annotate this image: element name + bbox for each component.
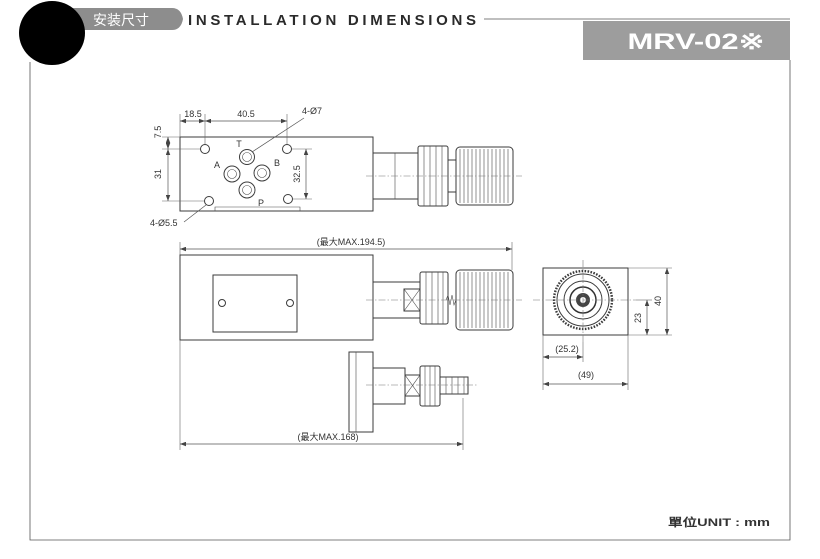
- port-label-a: A: [214, 160, 220, 170]
- valve-body-end: [542, 267, 629, 336]
- hex-plug-cross: [403, 288, 421, 312]
- port-outer: [238, 181, 256, 199]
- bolt-hole: [204, 196, 214, 206]
- dim-height: 40: [653, 296, 663, 306]
- dim-max-length-short: (最大MAX.168): [297, 431, 358, 442]
- drawing-frame: [29, 60, 791, 541]
- port-inner: [242, 185, 252, 195]
- adjuster-assembly-top: [366, 145, 522, 207]
- adjuster-assembly-side: [366, 269, 522, 331]
- port-label-p: P: [258, 198, 264, 208]
- bolt-hole: [282, 144, 292, 154]
- dim-axis-offset: (25.2): [555, 344, 579, 354]
- port-inner: [257, 168, 267, 178]
- port-p: [238, 181, 256, 199]
- valve-body-partial: [348, 351, 374, 433]
- side-view: (最大MAX.194.5): [179, 236, 522, 341]
- port-outer: [223, 165, 241, 183]
- name-plate-screw: [218, 299, 226, 307]
- unit-note: 單位UNIT : mm: [668, 515, 770, 529]
- dim-width: (49): [578, 370, 594, 380]
- header-tab-label: 安装尺寸: [93, 13, 149, 29]
- model-code: MRV-02※: [628, 29, 765, 54]
- header-tab: [60, 8, 183, 30]
- dim-hole-row-pitch: 31: [153, 169, 163, 179]
- dim-hole-pitch: 40.5: [237, 109, 255, 119]
- partial-view: (最大MAX.168): [179, 340, 478, 450]
- adjusting-shaft: [439, 376, 469, 395]
- valve-body-side: [179, 254, 374, 341]
- lock-nut-flats: [424, 366, 436, 406]
- bolt-hole: [200, 144, 210, 154]
- lock-nut-flats: [425, 272, 444, 324]
- hex-plug-cross: [404, 374, 421, 397]
- port-b: [253, 164, 271, 182]
- port-a: [223, 165, 241, 183]
- port-t: [239, 149, 255, 165]
- shaft-knurling: [445, 377, 465, 394]
- port-outer: [253, 164, 271, 182]
- end-view: 23 40 (25.2) (49): [533, 260, 672, 390]
- leader-line: [251, 117, 305, 153]
- dim-max-length: (最大MAX.194.5): [317, 236, 386, 247]
- port-label-t: T: [236, 139, 242, 149]
- mounting-face-step: [214, 206, 301, 211]
- lock-nut: [419, 271, 449, 325]
- bolt-hole-callout: 4-Ø5.5: [150, 218, 178, 228]
- page-title: INSTALLATION DIMENSIONS: [188, 12, 476, 29]
- model-box: [583, 21, 790, 60]
- bonnet: [372, 367, 406, 405]
- port-label-b: B: [274, 158, 280, 168]
- dim-right-hole-pitch: 32.5: [292, 165, 302, 183]
- name-plate: [212, 274, 298, 333]
- port-hole-callout: 4-Ø7: [302, 106, 322, 116]
- redaction-blob: [19, 1, 85, 65]
- header: 安装尺寸 INSTALLATION DIMENSIONS MRV-02※: [19, 1, 790, 65]
- name-plate-screw: [286, 299, 294, 307]
- top-view: T A B P 18.5 40.5 4-Ø7 7.5 31 32.5 4-Ø5.…: [150, 106, 522, 228]
- dim-axis-height: 23: [633, 313, 643, 323]
- port-inner: [227, 169, 237, 179]
- port-inner: [242, 152, 252, 162]
- port-outer: [239, 149, 255, 165]
- bolt-hole: [283, 194, 293, 204]
- dim-edge-to-hole-row: 7.5: [153, 126, 163, 139]
- dim-edge-to-hole: 18.5: [184, 109, 202, 119]
- leader-line: [183, 204, 207, 223]
